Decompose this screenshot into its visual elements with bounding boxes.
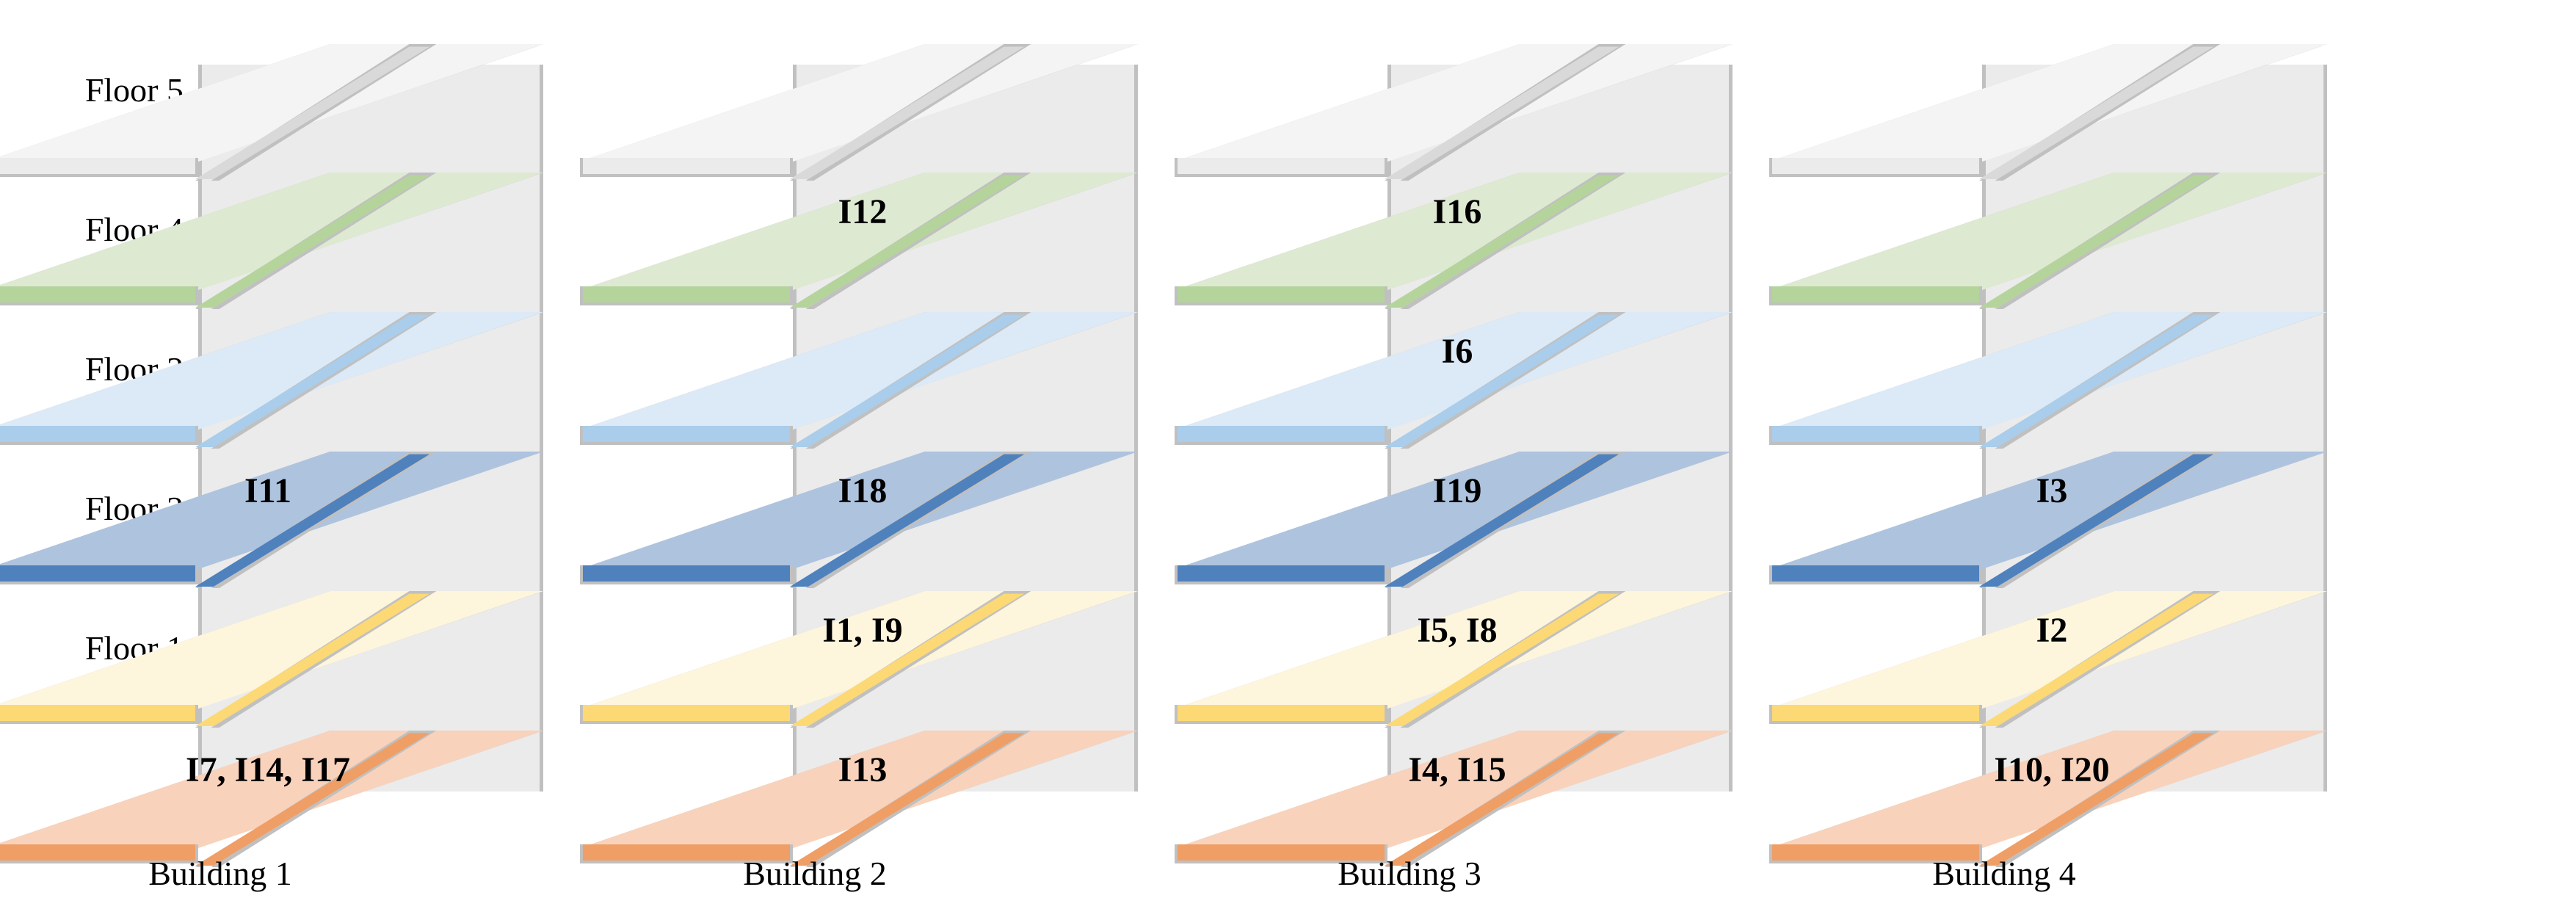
building-1-floor-3: I11 xyxy=(0,452,543,591)
slab-front-edge xyxy=(0,565,198,584)
slab-front-edge xyxy=(1175,844,1387,863)
building-2-floor-1: I13 xyxy=(580,731,1138,870)
slab-label: I5, I8 xyxy=(1417,611,1498,650)
slab-front-edge xyxy=(580,844,793,863)
slab-front-edge xyxy=(0,286,198,305)
slab-front-edge xyxy=(1769,565,1982,584)
slab-label: I16 xyxy=(1432,192,1482,231)
slab-front-edge xyxy=(1769,844,1982,863)
slab-label: I6 xyxy=(1441,332,1473,371)
building-caption-text: Building 2 xyxy=(743,855,887,892)
slab-label: I2 xyxy=(2036,611,2068,650)
building-caption-1: Building 1 xyxy=(0,854,543,893)
slab-front-edge xyxy=(1769,158,1982,177)
building-caption-2: Building 2 xyxy=(580,854,1138,893)
slab-front-edge xyxy=(1769,426,1982,445)
building-caption-3: Building 3 xyxy=(1175,854,1733,893)
building-caption-4: Building 4 xyxy=(1769,854,2327,893)
building-1-roof xyxy=(0,44,543,184)
building-4-floor-4 xyxy=(1769,312,2327,452)
slab-label: I19 xyxy=(1432,471,1482,510)
building-3-floor-3: I19 xyxy=(1175,452,1733,591)
slab-label: I10, I20 xyxy=(1994,750,2110,789)
slab-label: I3 xyxy=(2036,471,2068,510)
slab-front-edge xyxy=(1175,565,1387,584)
building-3-floor-4: I6 xyxy=(1175,312,1733,452)
slab-front-edge xyxy=(0,158,198,177)
building-4-floor-3: I3 xyxy=(1769,452,2327,591)
building-1-floor-1: I7, I14, I17 xyxy=(0,731,543,870)
building-2-roof xyxy=(580,44,1138,184)
slab-front-edge xyxy=(580,705,793,724)
slab-front-edge xyxy=(580,565,793,584)
building-2-floor-4 xyxy=(580,312,1138,452)
slab-label: I13 xyxy=(838,750,888,789)
slab-label: I7, I14, I17 xyxy=(185,750,351,789)
slab-front-edge xyxy=(0,426,198,445)
building-caption-text: Building 1 xyxy=(148,855,292,892)
slab-label: I18 xyxy=(838,471,888,510)
building-4-floor-1: I10, I20 xyxy=(1769,731,2327,870)
building-1-floor-4 xyxy=(0,312,543,452)
slab-front-edge xyxy=(1175,286,1387,305)
building-3-floor-5: I16 xyxy=(1175,173,1733,312)
slab-front-edge xyxy=(1175,158,1387,177)
building-caption-text: Building 4 xyxy=(1932,855,2076,892)
slab-front-edge xyxy=(580,426,793,445)
slab-front-edge xyxy=(0,705,198,724)
slab-front-edge xyxy=(0,844,198,863)
building-4-roof xyxy=(1769,44,2327,184)
building-1-floor-5 xyxy=(0,173,543,312)
building-3-floor-2: I5, I8 xyxy=(1175,591,1733,731)
building-2-floor-2: I1, I9 xyxy=(580,591,1138,731)
building-3-floor-1: I4, I15 xyxy=(1175,731,1733,870)
slab-label: I12 xyxy=(838,192,888,231)
slab-label: I4, I15 xyxy=(1408,750,1506,789)
slab-front-edge xyxy=(580,286,793,305)
building-4-floor-5 xyxy=(1769,173,2327,312)
building-4-floor-2: I2 xyxy=(1769,591,2327,731)
slab-front-edge xyxy=(1769,705,1982,724)
building-caption-text: Building 3 xyxy=(1338,855,1481,892)
slab-front-edge xyxy=(1175,426,1387,445)
building-3-roof xyxy=(1175,44,1733,184)
building-2-floor-3: I18 xyxy=(580,452,1138,591)
slab-label: I1, I9 xyxy=(822,611,903,650)
building-1-floor-2 xyxy=(0,591,543,731)
building-2-floor-5: I12 xyxy=(580,173,1138,312)
slab-front-edge xyxy=(1175,705,1387,724)
slab-label: I11 xyxy=(244,471,292,510)
slab-front-edge xyxy=(1769,286,1982,305)
slab-front-edge xyxy=(580,158,793,177)
